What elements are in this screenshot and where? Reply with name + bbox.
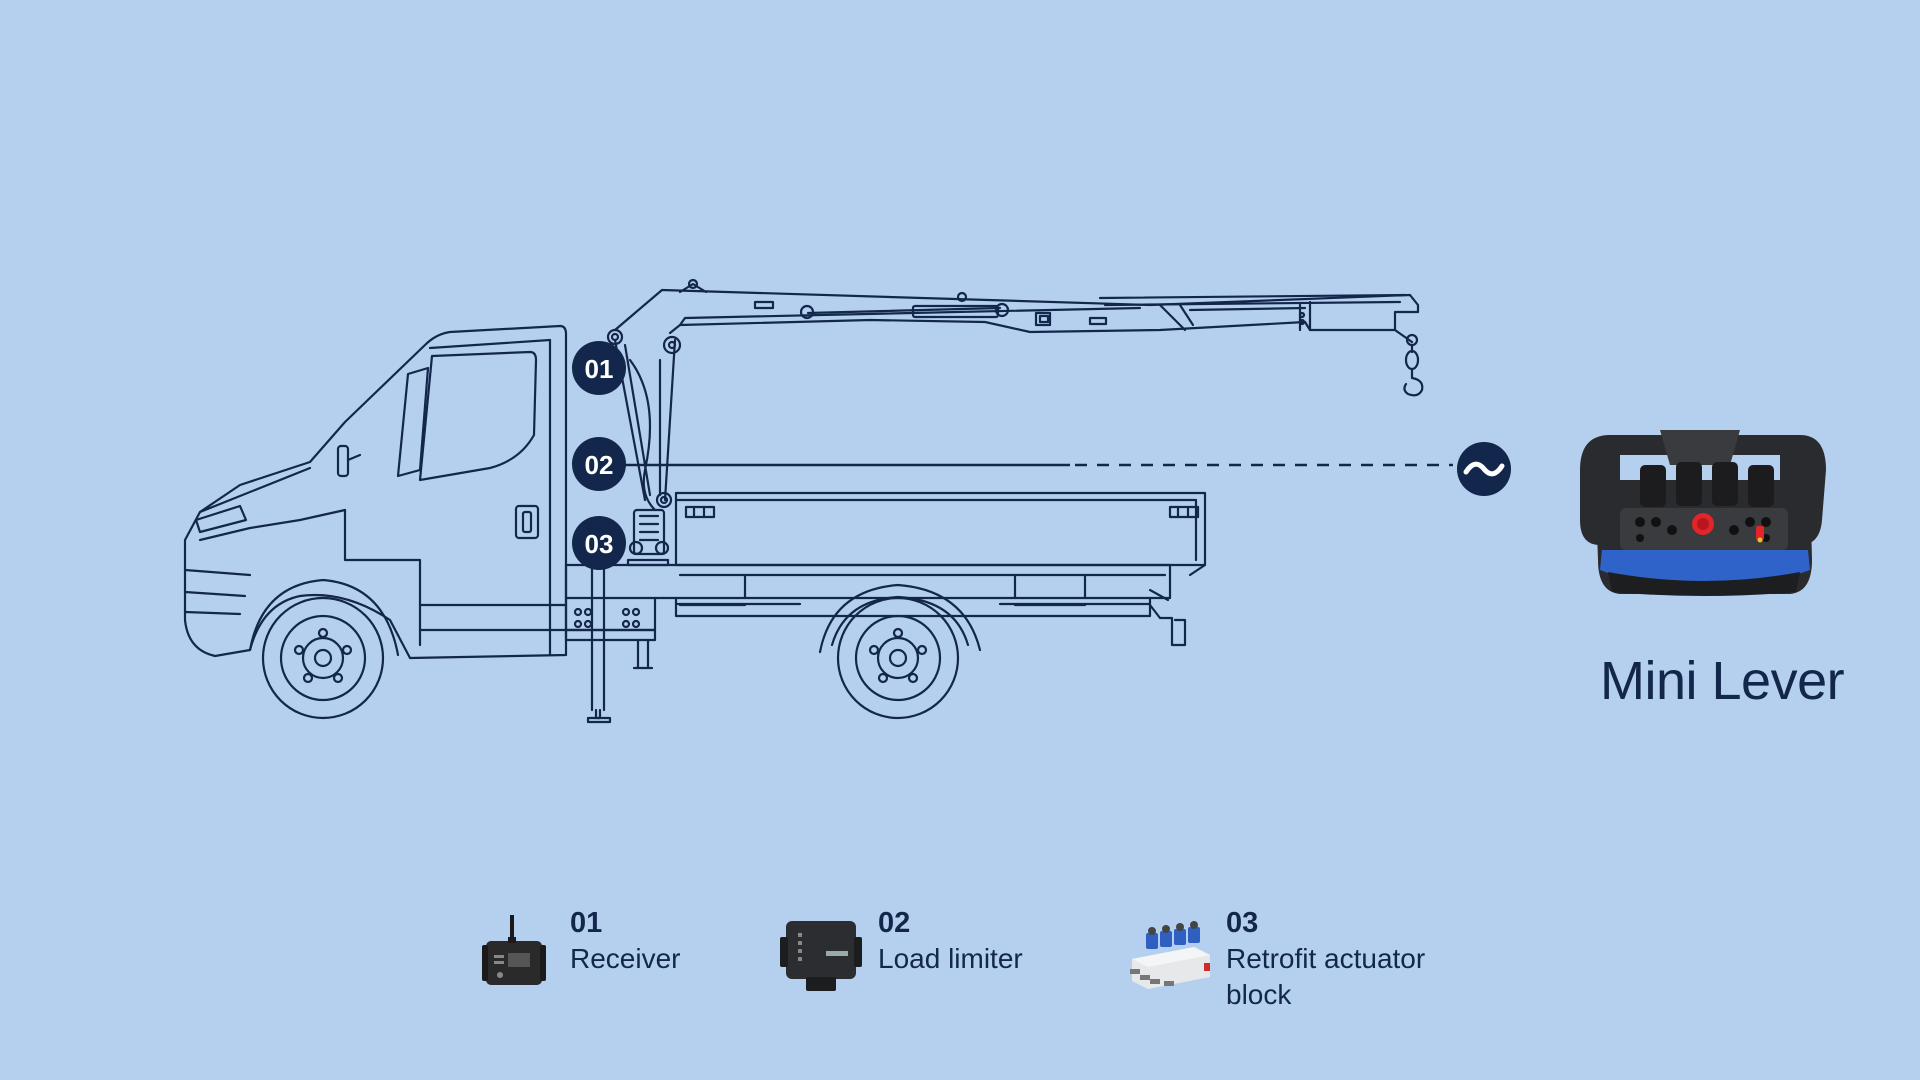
receiver-image — [482, 915, 546, 985]
legend-item-receiver: 01 Receiver — [468, 905, 800, 997]
crane-outline — [606, 278, 1424, 567]
legend-label-receiver: Receiver — [570, 943, 681, 974]
badge-01: 01 — [572, 341, 626, 395]
remote-name: Mini Lever — [1600, 651, 1845, 711]
legend-label-load-limiter: Load limiter — [878, 943, 1023, 974]
legend-number-03: 03 — [1226, 907, 1259, 939]
mini-lever-remote-image — [1580, 430, 1826, 596]
badge-01-label: 01 — [585, 354, 614, 384]
legend-item-load-limiter: 02 Load limiter — [776, 905, 1108, 997]
badge-03-label: 03 — [585, 529, 614, 559]
truck-outline — [183, 324, 1207, 724]
legend-item-retrofit-actuator-block: 03 Retrofit actuator block — [1124, 905, 1456, 1013]
load-limiter-image — [780, 921, 862, 991]
legend-number-02: 02 — [878, 907, 911, 939]
legend-label-retrofit-actuator-block: Retrofit actuator block — [1226, 943, 1426, 1010]
retrofit-actuator-block-image — [1130, 921, 1210, 989]
legend-number-01: 01 — [570, 907, 603, 939]
wireless-signal-icon — [1457, 442, 1511, 496]
badge-02-label: 02 — [585, 450, 614, 480]
badge-03: 03 — [572, 516, 626, 570]
badge-02: 02 — [572, 437, 626, 491]
